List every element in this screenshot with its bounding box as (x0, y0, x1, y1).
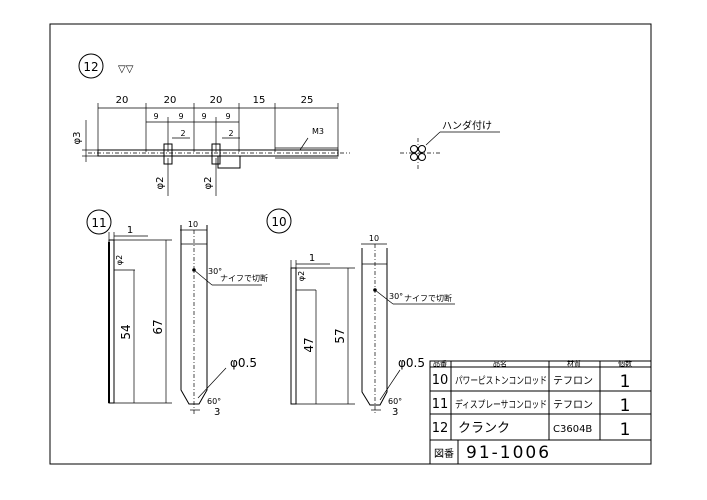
p11-dim-54: 54 (119, 324, 133, 339)
dim-2-b: 2 (228, 129, 233, 138)
tb-row3-name: クランク (458, 421, 510, 436)
dim-25: 25 (301, 95, 314, 106)
finish-symbol: ▽▽ (118, 64, 134, 75)
tb-row1-no: 10 (432, 373, 449, 388)
part-12-balloon (78, 53, 104, 79)
part-10-balloon (266, 208, 292, 234)
dim-20-b: 20 (164, 95, 177, 106)
p11-cut-angle: 30° (208, 267, 222, 276)
dim-15: 15 (253, 95, 266, 106)
p11-dim-wire: φ0.5 (230, 356, 257, 370)
part-12-number: 12 (83, 60, 98, 74)
p11-dim-angle: 60° (207, 397, 221, 406)
p11-cut-note: ナイフで切断 (220, 273, 268, 283)
part-11-rod: 11 1 φ2 54 67 10 30° ナイフで切断 φ0.5 60° 3 (86, 209, 268, 418)
p11-dim-phi2: φ2 (115, 255, 124, 265)
part-10-side-view (290, 267, 297, 405)
p10-dim-57: 57 (333, 328, 347, 343)
p10-dim-10: 10 (369, 234, 379, 243)
part-11-number: 11 (91, 216, 106, 230)
p10-dim-47: 47 (302, 337, 316, 352)
p10-dim-angle: 60° (388, 397, 402, 406)
dim-9-c: 9 (201, 112, 206, 121)
dim-thread-m3: M3 (312, 127, 324, 136)
p11-dim-1: 1 (127, 225, 133, 236)
tb-row3-material: C3604B (553, 424, 592, 435)
part-12-crank: 12 ▽▽ 20 20 20 15 25 9 9 9 9 2 2 φ3 (72, 53, 500, 196)
dim-phi2-a: φ2 (155, 177, 166, 190)
drawing-number: 91-1006 (466, 443, 551, 463)
tb-row3-no: 12 (432, 421, 449, 436)
tb-header-material: 材質 (567, 359, 581, 368)
p11-dim-3: 3 (214, 407, 220, 418)
tb-row3-qty: 1 (620, 420, 631, 440)
part-10-number: 10 (271, 215, 286, 229)
dim-phi3: φ3 (72, 132, 83, 145)
p10-cut-angle: 30° (389, 292, 403, 301)
solder-note: ハンダ付け (442, 119, 492, 132)
p11-dim-67: 67 (151, 319, 165, 334)
dim-9-a: 9 (153, 112, 158, 121)
tb-row1-material: テフロン (553, 376, 593, 387)
dim-9-b: 9 (178, 112, 183, 121)
tb-header-qty: 個数 (618, 359, 632, 368)
dim-9-d: 9 (225, 112, 230, 121)
p11-dim-10: 10 (188, 220, 198, 229)
p10-dim-phi2: φ2 (297, 271, 306, 281)
p10-dim-1: 1 (309, 253, 315, 264)
tb-row2-no: 11 (432, 397, 449, 412)
part-11-balloon (86, 209, 112, 235)
part-10-front-view (361, 248, 388, 406)
tb-row2-material: テフロン (553, 400, 593, 411)
drawing-border (49, 23, 652, 465)
tb-header-no: 品番 (433, 360, 447, 368)
tb-row2-qty: 1 (620, 396, 631, 416)
dim-20-c: 20 (210, 95, 223, 106)
tb-row2-name: ディスプレーサコンロッド (455, 398, 547, 411)
dim-20-a: 20 (116, 95, 129, 106)
dim-2-a: 2 (180, 129, 185, 138)
dim-phi2-b: φ2 (203, 177, 214, 190)
p10-dim-wire: φ0.5 (398, 356, 425, 370)
tb-header-name: 品名 (493, 359, 507, 368)
p10-cut-note: ナイフで切断 (404, 293, 452, 303)
part-10-rod: 10 1 φ2 47 57 10 30° ナイフで切断 φ0.5 60° 3 (266, 208, 455, 418)
tb-row1-qty: 1 (620, 372, 631, 392)
tb-row1-name: パワーピストンコンロッド (455, 375, 547, 387)
p10-dim-3: 3 (392, 407, 398, 418)
title-block: 品番 品名 材質 個数 10 パワーピストンコンロッド テフロン 1 11 ディ… (429, 359, 652, 465)
drawing-number-label: 図番 (434, 448, 454, 460)
